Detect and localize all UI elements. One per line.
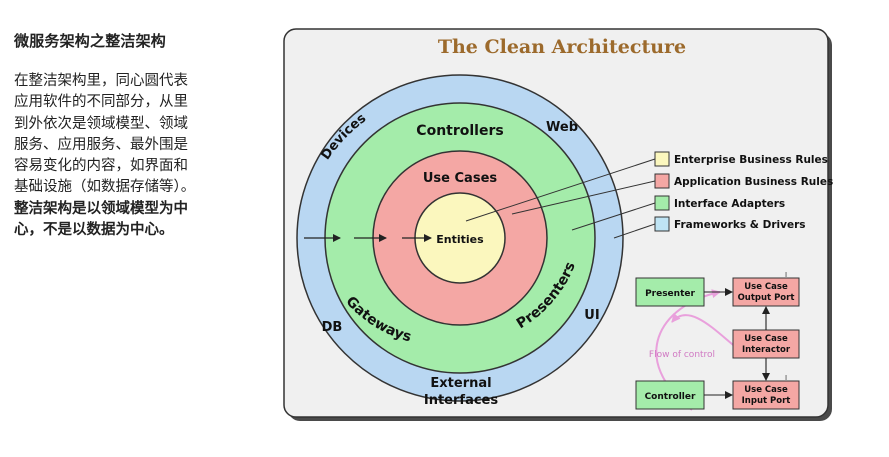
legend-label-adapters: Interface Adapters [674, 198, 785, 210]
diagram-title: The Clean Architecture [438, 36, 686, 58]
interface-marker: I [785, 271, 787, 279]
legend-label-frameworks: Frameworks & Drivers [674, 219, 806, 231]
output-port-label-line1: Use Case [744, 282, 788, 292]
description-line: 基础设施（如数据存储等）。 [14, 179, 196, 196]
legend-leader-line [511, 180, 656, 215]
presenter-box [635, 277, 705, 307]
legend-swatch-application [654, 173, 670, 189]
controller-label: Controller [645, 392, 696, 402]
controllers-label: Controllers [416, 123, 503, 139]
interactor-label-line2: Interactor [742, 345, 791, 355]
interactor-label-line1: Use Case [744, 334, 788, 344]
presenter-label: Presenter [645, 289, 695, 299]
description-line: 服务、应用服务、最外围是 [14, 136, 188, 153]
entities-label: Entities [436, 233, 484, 246]
page-title: 微服务架构之整洁架构 [14, 32, 167, 50]
interface-marker: I [785, 374, 787, 382]
description: 在整洁架构里，同心圆代表 应用软件的不同部分，从里 到外依次是领域模型、领域 服… [14, 71, 239, 199]
db-label: DB [322, 320, 343, 335]
flow-of-control-label: Flow of control [649, 350, 715, 360]
text-panel: 微服务架构之整洁架构 在整洁架构里，同心圆代表 应用软件的不同部分，从里 到外依… [14, 30, 239, 241]
emphasis-line: 心，不是以数据为中心。 [14, 222, 174, 239]
legend-leader-line [613, 223, 656, 239]
legend-swatch-frameworks [654, 216, 670, 232]
emphasis: 整洁架构是以领域模型为中 心，不是以数据为中心。 [14, 199, 239, 242]
input-port-label-line2: Input Port [742, 396, 791, 406]
output-port-box [732, 277, 800, 307]
use-cases-label: Use Cases [423, 171, 498, 186]
external-label-line2: Interfaces [424, 393, 498, 408]
legend-label-application: Application Business Rules [674, 176, 833, 188]
description-line: 在整洁架构里，同心圆代表 [14, 73, 188, 89]
legend-leader-line [571, 202, 656, 231]
description-line: 到外依次是领域模型、领域 [14, 115, 188, 132]
legend-swatch-enterprise [654, 151, 670, 167]
legend-label-enterprise: Enterprise Business Rules [674, 154, 828, 166]
input-port-label-line1: Use Case [744, 385, 788, 395]
description-line: 容易变化的内容，如界面和 [14, 158, 188, 175]
input-port-box [732, 380, 800, 410]
interactor-box [732, 329, 800, 359]
external-label-line1: External [430, 376, 491, 391]
legend-swatch-adapters [654, 195, 670, 211]
output-port-label-line2: Output Port [738, 293, 795, 303]
legend-leader-line [465, 158, 656, 222]
ui-label: UI [584, 308, 599, 323]
emphasis-line: 整洁架构是以领域模型为中 [14, 200, 188, 217]
description-line: 应用软件的不同部分，从里 [14, 94, 188, 111]
web-label: Web [546, 120, 578, 135]
